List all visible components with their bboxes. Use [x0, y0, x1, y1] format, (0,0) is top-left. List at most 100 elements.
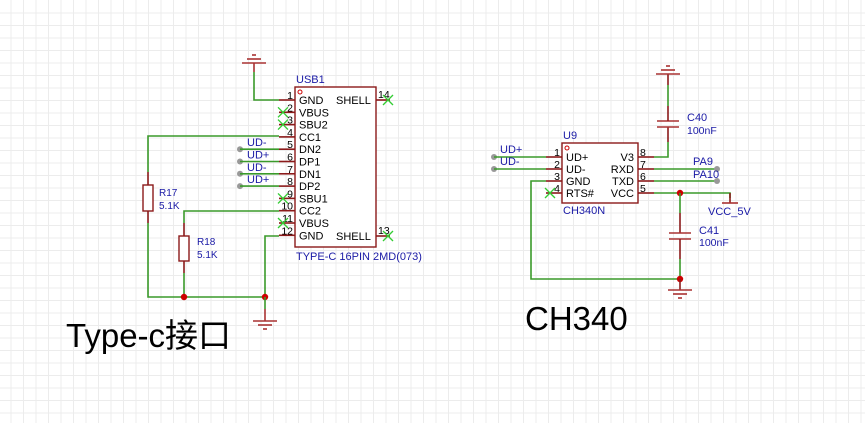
ch340-pin-7[interactable]: 7 RXD: [611, 159, 654, 176]
net-label: UD+: [247, 150, 269, 162]
wire-vcc: [654, 192, 731, 198]
usb-pin-10[interactable]: 10 CC2: [279, 201, 321, 218]
pin-name: CC1: [299, 132, 321, 144]
wire-r17-bottom: [147, 223, 265, 298]
pin-name: GND: [566, 176, 591, 188]
pin-name: GND: [299, 230, 324, 242]
ch340-net-ud-plus[interactable]: UD+: [491, 144, 546, 160]
r18-value: 5.1K: [197, 250, 218, 261]
capacitor-c40[interactable]: C40 100nF: [657, 106, 717, 142]
no-connect-icon: [544, 187, 556, 199]
usb-pin-2[interactable]: 2 VBUS: [277, 102, 329, 119]
usb-body[interactable]: [294, 86, 377, 248]
ch340-body[interactable]: [561, 142, 639, 204]
usb-pin-11[interactable]: 11VBUS: [277, 213, 329, 230]
capacitor-c41[interactable]: C41 100nF: [669, 213, 729, 259]
pin-number: 1: [554, 147, 560, 159]
pin-name: DP1: [299, 157, 320, 169]
usb-net-label[interactable]: UD-: [237, 162, 279, 177]
no-connect-icon: [277, 119, 289, 131]
no-connect-icon: [382, 94, 394, 106]
pin-name: TXD: [612, 176, 634, 188]
ch340-pin-8[interactable]: 8V3: [621, 147, 654, 164]
pin-name: SBU1: [299, 193, 328, 205]
usb-pin-12[interactable]: 12 GND: [279, 225, 324, 242]
wire-gnd-12: [264, 235, 279, 297]
ch340-net-ud-minus[interactable]: UD-: [491, 156, 546, 172]
pin-number: 13: [378, 225, 390, 237]
wire-cc1: [147, 135, 279, 172]
usb-pin-13[interactable]: 13SHELL: [336, 225, 394, 243]
ground-symbol-usb-bottom: [253, 309, 277, 330]
pin-name: GND: [299, 95, 324, 107]
pin-name: DP2: [299, 181, 320, 193]
no-connect-icon: [277, 217, 289, 229]
net-label: UD-: [247, 137, 267, 149]
resistor-r18[interactable]: R18 5.1K: [178, 223, 218, 273]
wire-cc2: [183, 210, 279, 223]
pin-name: DN2: [299, 144, 321, 156]
pin-number: 2: [554, 159, 560, 171]
net-label: UD-: [247, 162, 267, 174]
usb-pin-9[interactable]: 9 SBU1: [277, 188, 328, 205]
usb-net-label[interactable]: UD+: [237, 150, 279, 165]
ch340-pin-3[interactable]: 3 GND: [546, 171, 591, 188]
no-connect-icon: [277, 192, 289, 204]
pin-name: VBUS: [299, 107, 329, 119]
pin-number: 3: [554, 171, 560, 183]
pin-name: UD-: [566, 164, 586, 176]
ch340-ref: U9: [563, 130, 577, 142]
pin-number: 2: [287, 102, 293, 114]
pin-number: 7: [640, 159, 646, 171]
ground-symbol-c41: [668, 279, 692, 299]
c41-value: 100nF: [699, 237, 729, 249]
net-label: UD+: [247, 174, 269, 186]
usb-value: TYPE-C 16PIN 2MD(073): [296, 251, 422, 263]
pin-name: CC2: [299, 206, 321, 218]
vcc-5v-label: VCC_5V: [708, 206, 751, 218]
ch340-pin-2[interactable]: 2 UD-: [546, 159, 586, 176]
pin-name: UD+: [566, 152, 588, 164]
pin-number: 9: [287, 188, 293, 200]
pin-name: SHELL: [336, 231, 371, 243]
no-connect-icon: [277, 106, 289, 118]
c40-value: 100nF: [687, 125, 717, 137]
pin-number: 8: [640, 147, 646, 159]
ch340-net-pa10[interactable]: PA10: [654, 169, 720, 184]
pin-number: 10: [281, 201, 293, 213]
r17-ref: R17: [159, 188, 178, 199]
ground-symbol-usb-top: [242, 54, 266, 72]
wire-v3: [654, 142, 669, 158]
title-typec: Type-c接口: [66, 317, 231, 354]
c40-ref: C40: [687, 112, 707, 124]
ch340-pin-6[interactable]: 6 TXD: [612, 171, 654, 188]
pin-number: 6: [640, 171, 646, 183]
pin-number: 14: [378, 89, 390, 101]
ch340-pin-1[interactable]: 1 UD+: [546, 147, 588, 164]
usb-net-label[interactable]: UD+: [237, 174, 279, 190]
ground-symbol-c40: [656, 65, 680, 85]
c41-ref: C41: [699, 225, 719, 237]
pin-name: RXD: [611, 164, 634, 176]
usb-pin-14[interactable]: 14SHELL: [336, 89, 394, 107]
resistor-r17[interactable]: R17 5.1K: [142, 172, 180, 223]
ch340-value: CH340N: [563, 205, 605, 217]
usb-ref: USB1: [296, 74, 325, 86]
pin-number: 12: [281, 225, 293, 237]
usb-net-label[interactable]: UD-: [237, 137, 279, 153]
ch340-net-pa9[interactable]: PA9: [654, 156, 720, 172]
no-connect-icon: [382, 230, 394, 242]
